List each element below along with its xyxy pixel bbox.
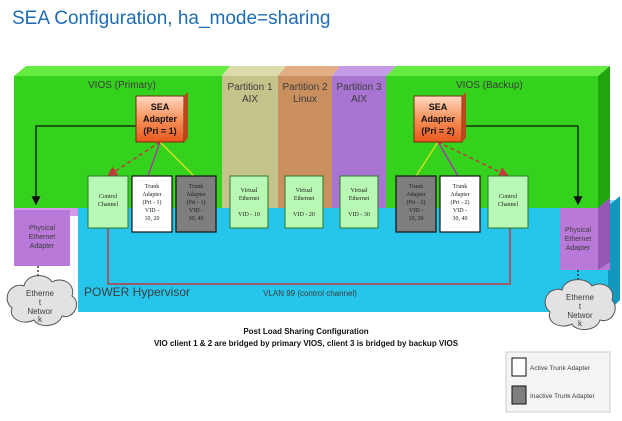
svg-text:t: t (39, 298, 42, 307)
sea-adapter-primary: SEA Adapter (Pri = 1) (135, 92, 188, 143)
vios-primary-label: VIOS (Primary) (88, 80, 156, 91)
trunk-adapter-primary-active: Trunk Adapter (Pri - 1) VID - 10, 20 (131, 175, 173, 233)
virtual-ethernet-p3: Virtual Ethernet VID - 30 (339, 175, 379, 229)
sea-adapter-backup: SEA Adapter (Pri = 2) (413, 92, 466, 143)
partition-1-name: Partition 1 (227, 82, 272, 93)
legend: Active Trunk Adapter Inactive Trunk Adap… (505, 351, 611, 413)
svg-text:Etherne: Etherne (566, 293, 595, 302)
physical-adapter-left: Physical Ethernet Adapter (14, 208, 78, 266)
svg-text:Physical: Physical (29, 225, 56, 232)
svg-text:Adapter: Adapter (30, 243, 55, 250)
partition-2-os: Linux (293, 94, 317, 105)
svg-text:Trunk: Trunk (189, 184, 203, 190)
svg-text:Etherne: Etherne (26, 289, 55, 298)
vlan-control-line (102, 203, 516, 285)
svg-text:Ethernet: Ethernet (239, 196, 260, 202)
svg-text:Adapter: Adapter (186, 192, 205, 198)
svg-text:Channel: Channel (98, 202, 118, 208)
svg-text:VID -: VID - (453, 208, 467, 214)
svg-text:Adapter: Adapter (142, 192, 161, 198)
partition-2-name: Partition 2 (282, 82, 327, 93)
svg-text:Trunk: Trunk (409, 184, 423, 190)
svg-text:VID -: VID - (145, 208, 159, 214)
trunk-adapter-backup-active: Trunk Adapter (Pri - 2) VID - 30, 40 (439, 175, 481, 233)
control-channel-primary: Control Channel (87, 175, 129, 229)
svg-text:VID - 20: VID - 20 (293, 212, 315, 218)
svg-text:Trunk: Trunk (453, 184, 467, 190)
svg-text:30, 40: 30, 40 (453, 216, 468, 222)
svg-text:Virtual: Virtual (351, 188, 368, 194)
svg-text:30, 40: 30, 40 (189, 216, 204, 222)
svg-text:(Pri = 2): (Pri = 2) (421, 126, 454, 136)
svg-text:Channel: Channel (498, 202, 518, 208)
svg-text:Trunk: Trunk (145, 184, 159, 190)
svg-text:Ethernet: Ethernet (349, 196, 370, 202)
page-title: SEA Configuration, ha_mode=sharing (12, 8, 330, 29)
svg-text:Adapter: Adapter (566, 245, 591, 252)
svg-text:VID -: VID - (409, 208, 423, 214)
svg-text:Networ: Networ (567, 311, 593, 320)
svg-text:SEA: SEA (151, 102, 170, 112)
svg-text:t: t (579, 302, 582, 311)
ethernet-network-cloud-right: Etherne t Networ k (544, 279, 616, 330)
svg-text:10, 20: 10, 20 (409, 216, 424, 222)
svg-text:Virtual: Virtual (241, 188, 258, 194)
svg-text:Physical: Physical (565, 227, 592, 234)
physical-adapter-right: Physical Ethernet Adapter (560, 198, 610, 270)
legend-active-swatch (511, 357, 527, 377)
svg-text:k: k (38, 315, 43, 324)
ethernet-network-cloud-left: Etherne t Networ k (6, 275, 77, 326)
svg-text:(Pri = 1): (Pri = 1) (143, 126, 176, 136)
svg-text:VID - 30: VID - 30 (348, 212, 370, 218)
virtual-ethernet-p2: Virtual Ethernet VID - 20 (284, 175, 324, 229)
legend-active-label: Active Trunk Adapter (530, 365, 591, 372)
svg-text:(Pri - 2): (Pri - 2) (407, 199, 426, 206)
svg-text:VID -: VID - (189, 208, 203, 214)
caption-line-1: Post Load Sharing Configuration (243, 327, 368, 336)
vlan-label: VLAN 99 (control channel) (263, 289, 357, 298)
partition-3-name: Partition 3 (336, 82, 381, 93)
trunk-adapter-primary-inactive: Trunk Adapter (Pri - 1) VID - 30, 40 (175, 175, 217, 233)
svg-text:Adapter: Adapter (421, 114, 456, 124)
svg-text:Control: Control (99, 194, 118, 200)
svg-text:Networ: Networ (27, 307, 53, 316)
svg-text:k: k (578, 319, 583, 328)
svg-text:(Pri - 1): (Pri - 1) (187, 199, 206, 206)
caption-line-2: VIO client 1 & 2 are bridged by primary … (154, 339, 459, 348)
svg-text:Adapter: Adapter (143, 114, 178, 124)
svg-text:Adapter: Adapter (406, 192, 425, 198)
virtual-ethernet-p1: Virtual Ethernet VID - 10 (229, 175, 269, 229)
svg-text:Virtual: Virtual (296, 188, 313, 194)
svg-text:Adapter: Adapter (450, 192, 469, 198)
partition-3-os: AIX (351, 94, 367, 105)
partition-1-os: AIX (242, 94, 258, 105)
svg-text:Ethernet: Ethernet (29, 234, 56, 241)
svg-text:VID - 10: VID - 10 (238, 212, 260, 218)
svg-text:10, 20: 10, 20 (145, 216, 160, 222)
svg-text:Ethernet: Ethernet (294, 196, 315, 202)
connector-lines (31, 121, 583, 286)
control-channel-backup: Control Channel (487, 175, 529, 229)
svg-text:SEA: SEA (429, 102, 448, 112)
legend-inactive-label: Inactive Trunk Adapter (530, 393, 596, 400)
svg-text:Control: Control (499, 194, 518, 200)
svg-text:(Pri - 2): (Pri - 2) (451, 199, 470, 206)
legend-inactive-swatch (511, 385, 527, 405)
svg-text:(Pri - 1): (Pri - 1) (143, 199, 162, 206)
vios-backup-label: VIOS (Backup) (456, 80, 523, 91)
hypervisor-label: POWER Hypervisor (84, 285, 190, 299)
svg-text:Ethernet: Ethernet (565, 236, 592, 243)
trunk-adapter-backup-inactive: Trunk Adapter (Pri - 2) VID - 10, 20 (395, 175, 437, 233)
